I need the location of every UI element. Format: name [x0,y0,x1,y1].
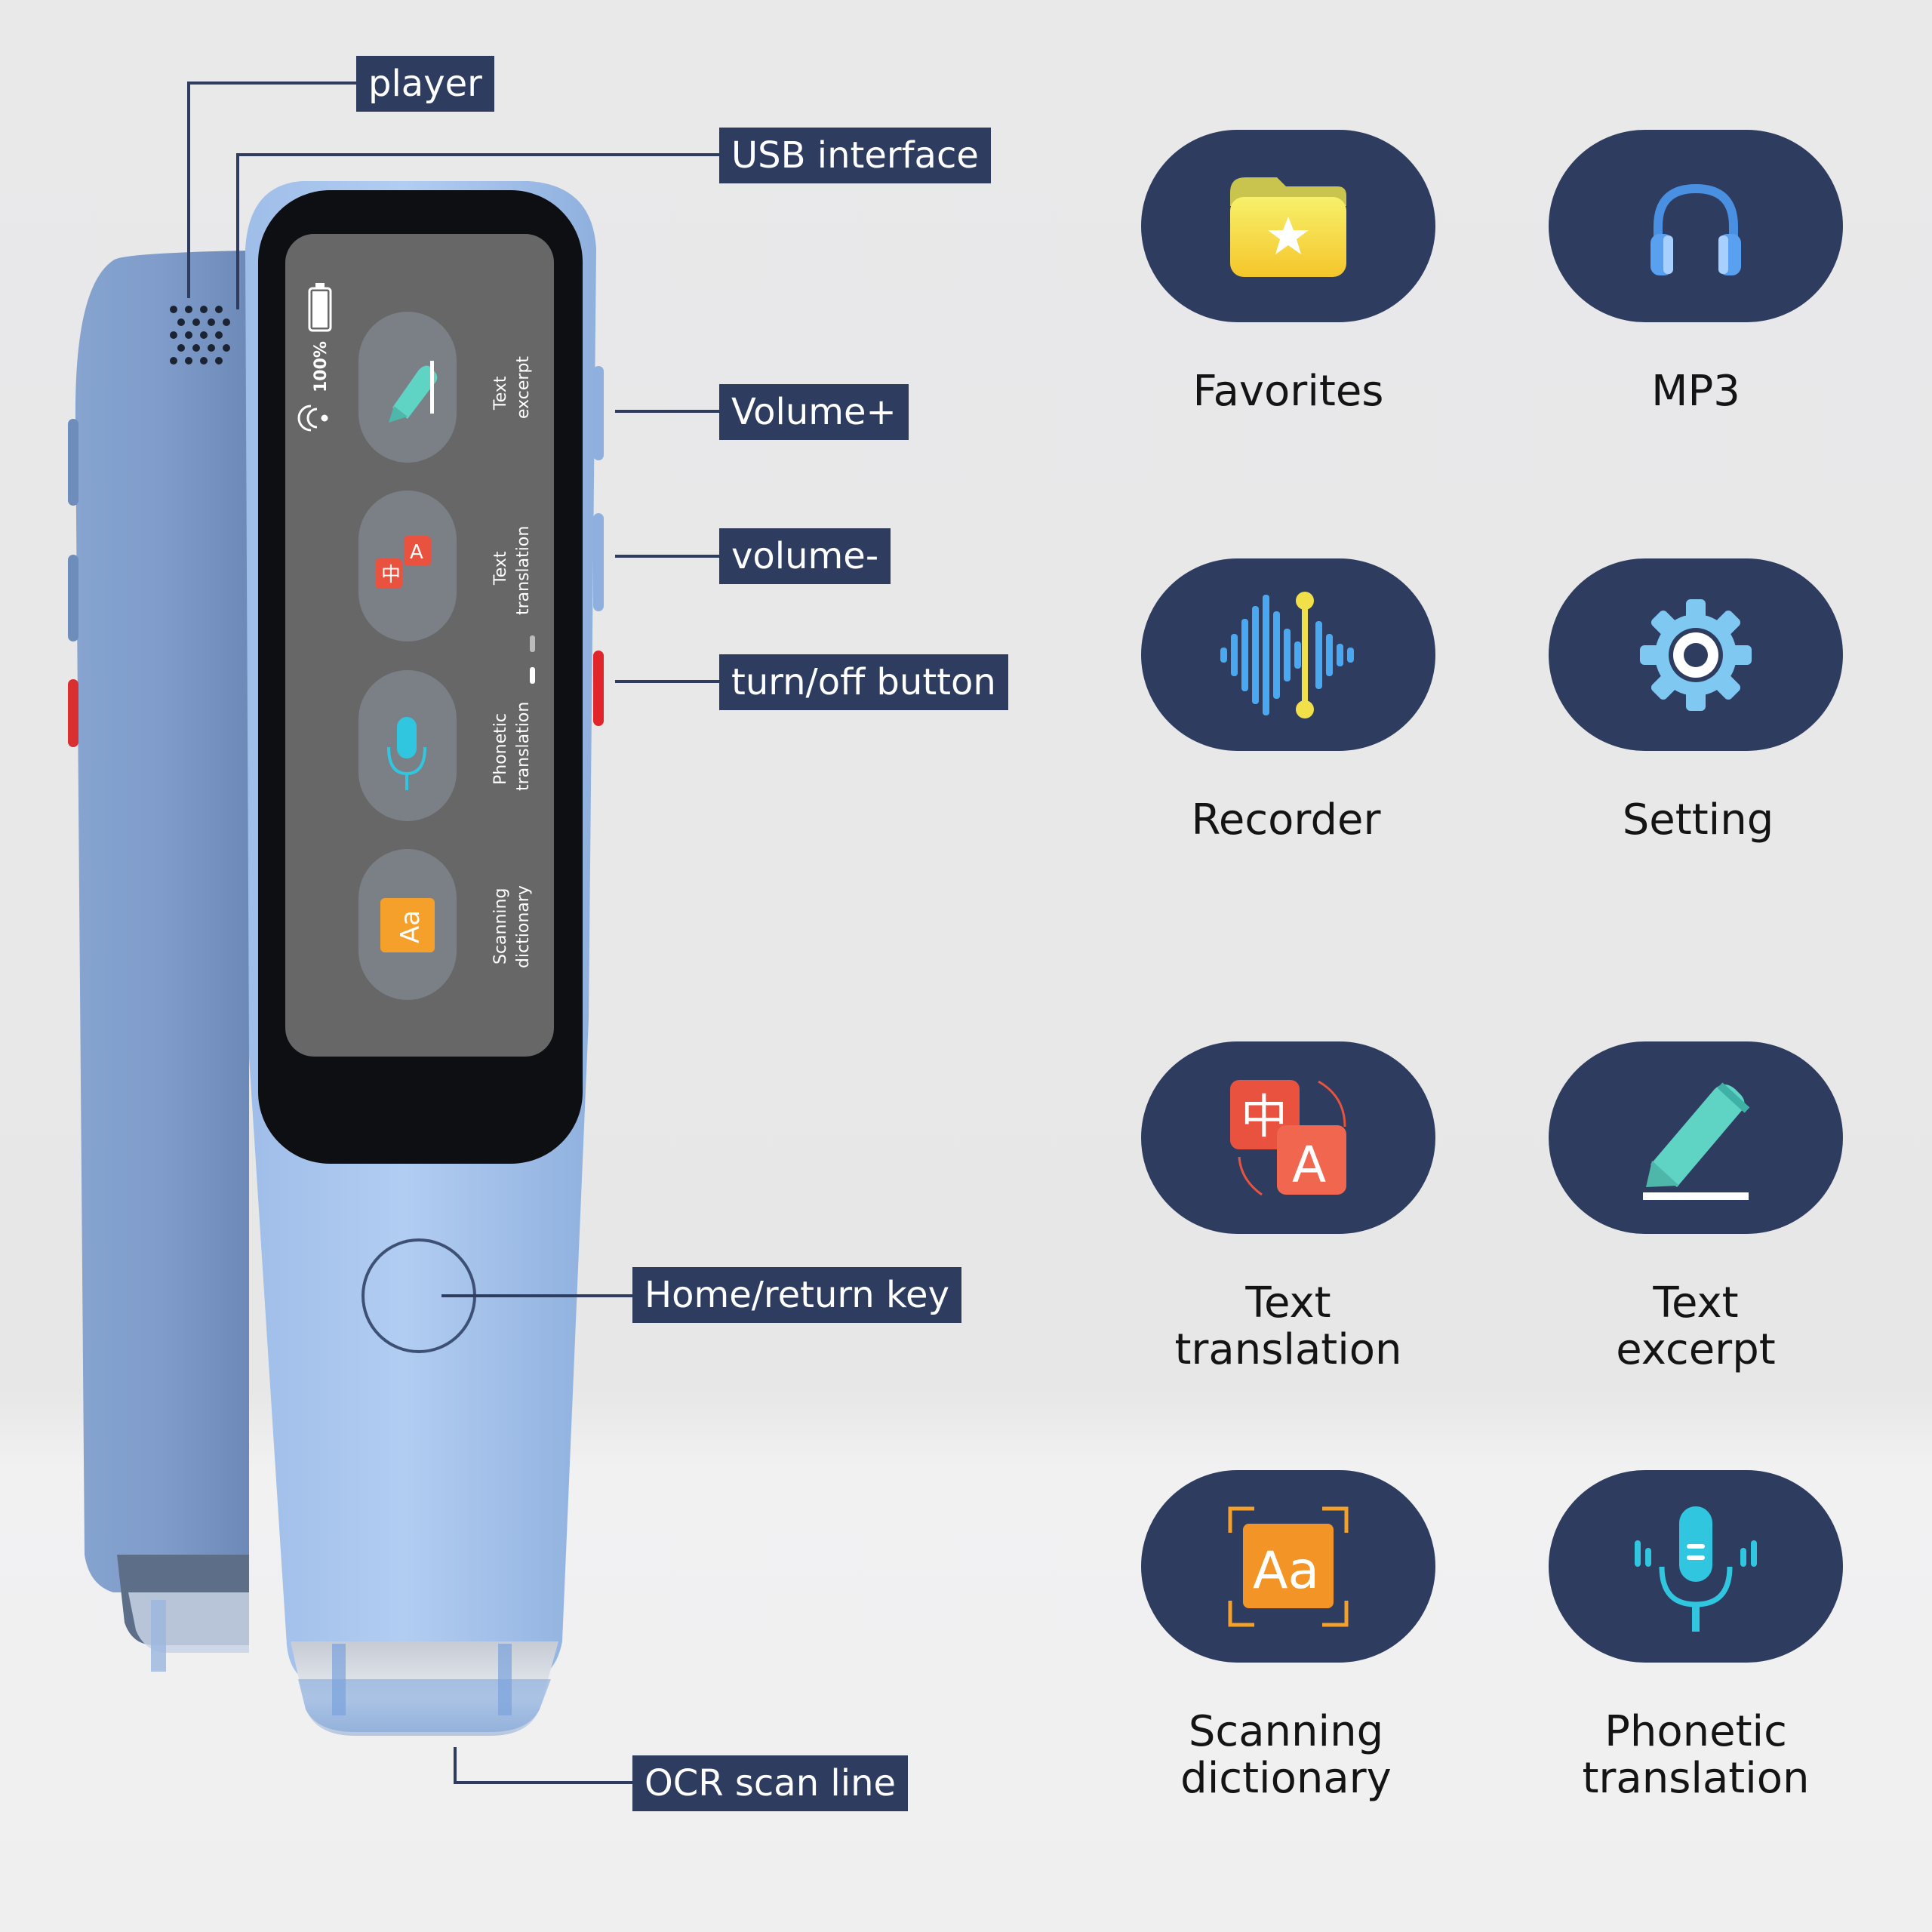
callout-power-button: turn/off button [719,654,1008,710]
screen-app-text-excerpt[interactable]: Text excerpt [358,312,533,463]
feature-text-excerpt-label: Text excerpt [1616,1278,1776,1374]
feature-phonetic-translation[interactable] [1549,1470,1843,1663]
feature-scanning-dictionary-label: Scanning dictionary [1180,1707,1392,1803]
wifi-icon [297,405,328,432]
pencil-icon [1643,1081,1750,1200]
svg-text:Aa: Aa [1253,1541,1319,1601]
folder-star-icon [1230,177,1346,277]
battery-percent: 100% [312,341,331,392]
scan-pen-illustration: 100% Text excerpt 中 A Text translation P… [68,82,721,1784]
microphone-icon [1635,1506,1757,1632]
screen-app-phonetic-translation[interactable]: Phonetic translation [358,670,533,821]
svg-text:Text: Text [491,551,510,586]
callout-ocr-text: OCR scan line [645,1762,897,1804]
svg-text:Aa: Aa [395,910,426,943]
svg-text:中: 中 [381,564,401,586]
feature-text-translation-label: Text translation [1174,1278,1402,1374]
gear-icon [1640,598,1752,711]
feature-recorder-label: Recorder [1191,795,1381,844]
svg-text:translation: translation [514,702,533,791]
power-button[interactable] [593,651,604,726]
soundwave-icon [1220,591,1354,718]
screen-app-scanning-dictionary[interactable]: Aa Scanning dictionary [358,849,533,1000]
callout-volume-up: Volume+ [719,384,909,440]
feature-setting[interactable] [1549,558,1843,751]
callout-usb-text: USB interface [731,134,979,177]
battery-icon [308,283,332,332]
callout-player-text: player [368,63,482,105]
svg-text:中: 中 [1241,1089,1287,1144]
callout-usb-interface: USB interface [719,128,991,183]
callout-player: player [356,56,494,112]
svg-text:A: A [1292,1136,1326,1194]
screen [285,234,554,1057]
svg-text:excerpt: excerpt [514,356,533,419]
feature-scanning-dictionary[interactable]: Aa [1141,1470,1435,1663]
feature-phonetic-translation-label: Phonetic translation [1582,1707,1810,1803]
callout-home-text: Home/return key [645,1274,949,1316]
svg-text:Scanning: Scanning [491,888,510,964]
callout-leaders [187,82,721,1784]
svg-text:translation: translation [514,526,533,615]
svg-text:Text: Text [491,376,510,411]
feature-mp3[interactable] [1549,130,1843,322]
screen-app-text-translation[interactable]: 中 A Text translation [358,491,533,641]
feature-setting-label: Setting [1622,795,1774,844]
callout-home-key: Home/return key [632,1267,961,1323]
translate-icon: 中 A [1230,1079,1346,1195]
pen-back-body [68,251,249,1672]
feature-recorder[interactable] [1141,558,1435,751]
feature-text-excerpt[interactable] [1549,1041,1843,1234]
dictionary-icon: Aa [1228,1506,1349,1626]
callout-volume-up-text: Volume+ [731,391,897,433]
speaker-grille-icon [170,306,230,365]
feature-favorites[interactable] [1141,130,1435,322]
callout-volume-down: volume- [719,528,891,584]
feature-text-translation[interactable]: 中 A [1141,1041,1435,1234]
callout-ocr-scan-line: OCR scan line [632,1755,909,1811]
svg-text:A: A [410,541,423,564]
svg-text:dictionary: dictionary [514,885,533,968]
feature-favorites-label: Favorites [1192,367,1384,416]
headphones-icon [1651,183,1741,275]
callout-volume-down-text: volume- [731,535,879,577]
svg-text:Phonetic: Phonetic [491,713,510,785]
callout-power-text: turn/off button [731,661,996,703]
feature-mp3-label: MP3 [1651,367,1740,416]
